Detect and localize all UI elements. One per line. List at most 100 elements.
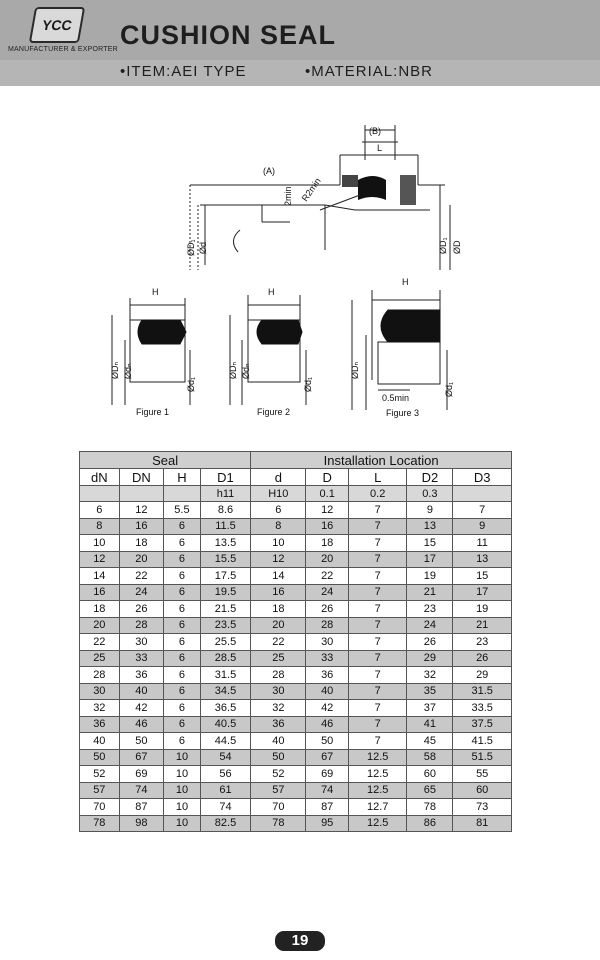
material-type: •MATERIAL:NBR — [305, 63, 433, 80]
table-cell: 52 — [79, 765, 120, 783]
table-cell: 12.5 — [347, 781, 408, 799]
table-cell: 87 — [118, 798, 165, 816]
table-cell: 14 — [79, 567, 120, 585]
table-cell: 16 — [79, 583, 120, 601]
table-cell: 98 — [118, 814, 165, 832]
table-cell: 36 — [79, 715, 120, 733]
table-cell: 41 — [406, 715, 454, 733]
table-cell: 6 — [163, 616, 201, 634]
page-number: 19 — [275, 931, 325, 951]
table-cell: 67 — [305, 748, 349, 766]
table-cell: 33.5 — [452, 699, 512, 717]
table-cell: 50 — [305, 732, 349, 750]
table-cell: 36.5 — [199, 699, 252, 717]
table-cell: 13 — [406, 517, 454, 535]
figure-2-drawing — [229, 295, 307, 405]
table-cell: 40 — [305, 682, 349, 700]
installation-drawing — [189, 125, 451, 270]
table-cell: 28 — [250, 666, 307, 684]
table-cell: 28 — [305, 616, 349, 634]
fig3-d1: Ød₁ — [444, 382, 454, 397]
dim-d1-right: ØD₁ — [438, 237, 448, 254]
table-cell: 21.5 — [199, 600, 252, 618]
tolerance-cell: 0.1 — [305, 485, 349, 502]
table-cell: 61 — [199, 781, 252, 799]
table-cell: 16 — [118, 517, 165, 535]
table-cell: 16 — [305, 517, 349, 535]
table-group-header: Seal Installation Location — [78, 451, 512, 469]
dim-2min: 2min — [283, 186, 293, 206]
table-cell: 56 — [199, 765, 252, 783]
table-cell: 12 — [118, 501, 165, 519]
table-cell: 6 — [163, 699, 201, 717]
table-cell: 25 — [79, 649, 120, 667]
table-cell: 46 — [305, 715, 349, 733]
page-title: CUSHION SEAL — [120, 20, 337, 50]
table-cell: 26 — [452, 649, 512, 667]
table-cell: 11 — [452, 534, 512, 552]
table-cell: 20 — [305, 550, 349, 568]
table-cell: 15 — [406, 534, 454, 552]
table-cell: 21 — [452, 616, 512, 634]
table-cell: 78 — [406, 798, 454, 816]
table-cell: 31.5 — [199, 666, 252, 684]
table-cell: 9 — [452, 517, 512, 535]
table-cell: 54 — [199, 748, 252, 766]
table-cell: 46 — [118, 715, 165, 733]
table-cell: 14 — [250, 567, 307, 585]
table-cell: 10 — [163, 748, 201, 766]
table-cell: 32 — [406, 666, 454, 684]
table-cell: 12 — [250, 550, 307, 568]
table-cell: 30 — [305, 633, 349, 651]
fig3-min: 0.5min — [382, 393, 409, 403]
table-cell: 40 — [79, 732, 120, 750]
dim-d: Ød — [198, 242, 208, 254]
table-cell: 78 — [79, 814, 120, 832]
table-cell: 7 — [347, 699, 408, 717]
table-cell: 22 — [118, 567, 165, 585]
table-cell: 18 — [250, 600, 307, 618]
tolerance-cell — [79, 485, 120, 502]
tolerance-cell — [452, 485, 512, 502]
table-cell: 17 — [406, 550, 454, 568]
dim-d1: ØD₁ — [186, 239, 196, 256]
table-cell: 32 — [250, 699, 307, 717]
label-a: (A) — [263, 166, 275, 176]
table-cell: 24 — [118, 583, 165, 601]
table-cell: 10 — [79, 534, 120, 552]
logo-text: YCC — [40, 17, 74, 33]
table-cell: 7 — [347, 666, 408, 684]
header-band — [0, 60, 600, 86]
table-cell: 12 — [305, 501, 349, 519]
table-cell: 24 — [305, 583, 349, 601]
group-install: Installation Location — [250, 451, 512, 469]
table-cell: 74 — [305, 781, 349, 799]
table-cell: 21 — [406, 583, 454, 601]
table-cell: 32 — [79, 699, 120, 717]
col-header: DN — [118, 468, 165, 486]
table-cell: 26 — [118, 600, 165, 618]
item-type: •ITEM:AEI TYPE — [120, 63, 247, 80]
table-cell: 11.5 — [199, 517, 252, 535]
table-cell: 7 — [347, 567, 408, 585]
table-cell: 6 — [163, 534, 201, 552]
col-header: D1 — [199, 468, 252, 486]
table-cell: 18 — [305, 534, 349, 552]
table-cell: 28.5 — [199, 649, 252, 667]
table-cell: 6 — [163, 550, 201, 568]
tolerance-cell: 0.3 — [406, 485, 454, 502]
col-header: L — [347, 468, 408, 486]
spec-table: Seal Installation Location dN DN H D1 d … — [78, 451, 512, 832]
table-cell: 23 — [452, 633, 512, 651]
table-cell: 36 — [118, 666, 165, 684]
table-cell: 25 — [250, 649, 307, 667]
table-cell: 25.5 — [199, 633, 252, 651]
